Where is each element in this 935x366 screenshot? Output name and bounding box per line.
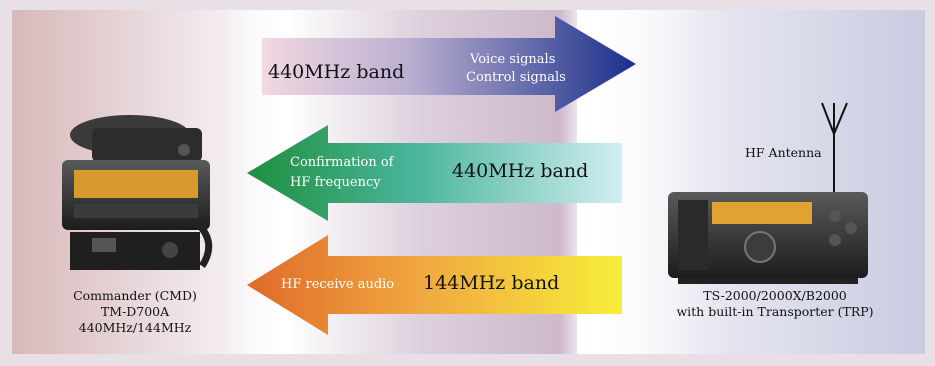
arrow-1-signal-line-1: Voice signals (470, 52, 556, 67)
arrow-3-signal-line-1: HF receive audio (281, 277, 395, 292)
commander-line-2: TM-D700A (100, 304, 170, 319)
arrow-2-left (247, 125, 622, 221)
arrow-1-right (262, 16, 636, 112)
arrow-1-signal-line-2: Control signals (466, 70, 566, 85)
commander-line-3: 440MHz/144MHz (78, 320, 192, 335)
arrow-1-band-label: 440MHz band (268, 61, 405, 83)
commander-radio-illustration (62, 115, 213, 270)
transporter-line-1: TS-2000/2000X/B2000 (703, 288, 847, 303)
commander-caption: Commander (CMD) TM-D700A 440MHz/144MHz (30, 288, 240, 336)
commander-line-1: Commander (CMD) (73, 288, 197, 303)
transporter-line-2: with built-in Transporter (TRP) (676, 304, 874, 319)
hf-antenna-label: HF Antenna (745, 145, 822, 160)
arrow-2-signal-line-1: Confirmation of (290, 155, 394, 170)
transporter-caption: TS-2000/2000X/B2000 with built-in Transp… (655, 288, 895, 320)
transporter-radio-illustration (668, 192, 868, 284)
arrow-3-left (247, 235, 622, 335)
hf-antenna-icon (821, 102, 848, 196)
arrow-2-band-label: 440MHz band (452, 160, 589, 182)
arrow-2-signal-line-2: HF frequency (290, 175, 381, 190)
arrow-3-band-label: 144MHz band (423, 272, 560, 294)
